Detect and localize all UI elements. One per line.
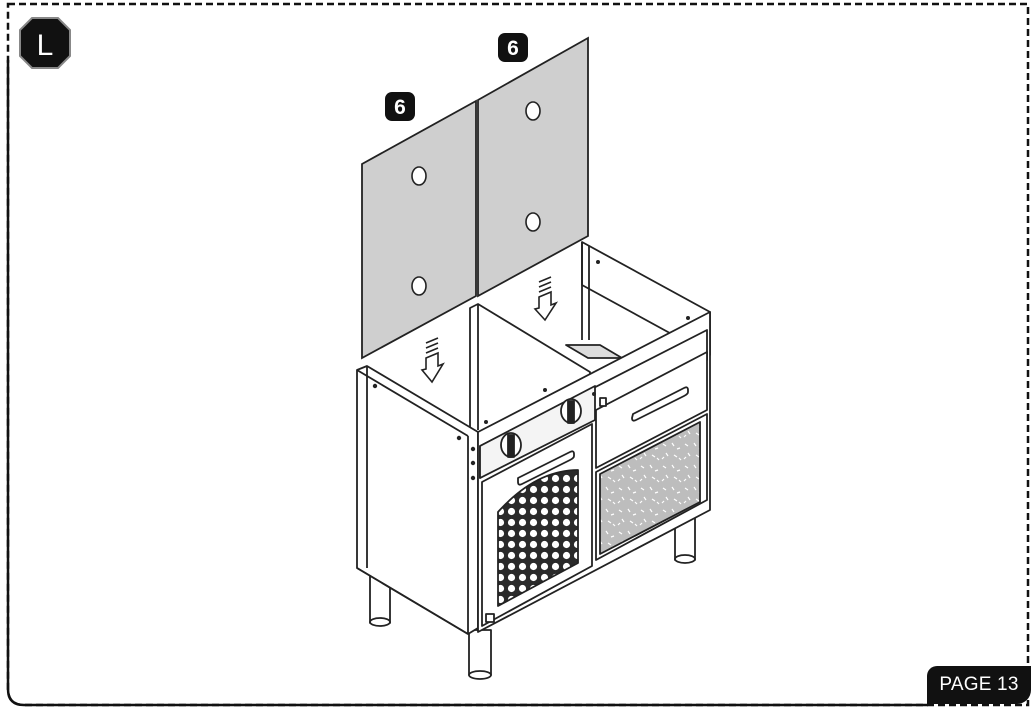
back-panel-left [361,99,477,360]
part-callout-right: 6 [498,33,528,62]
screw-holes [372,260,690,481]
back-panel-right [477,36,589,298]
down-arrow-right [533,276,559,322]
page-number-tab: PAGE 13 [927,666,1031,704]
svg-text:6: 6 [394,96,406,119]
kitchen-cabinet [356,241,711,680]
svg-text:6: 6 [507,37,519,60]
down-arrow-left [420,337,445,384]
step-badge: L [19,17,71,69]
part-callout-left: 6 [385,92,415,121]
step-letter: L [37,29,54,62]
